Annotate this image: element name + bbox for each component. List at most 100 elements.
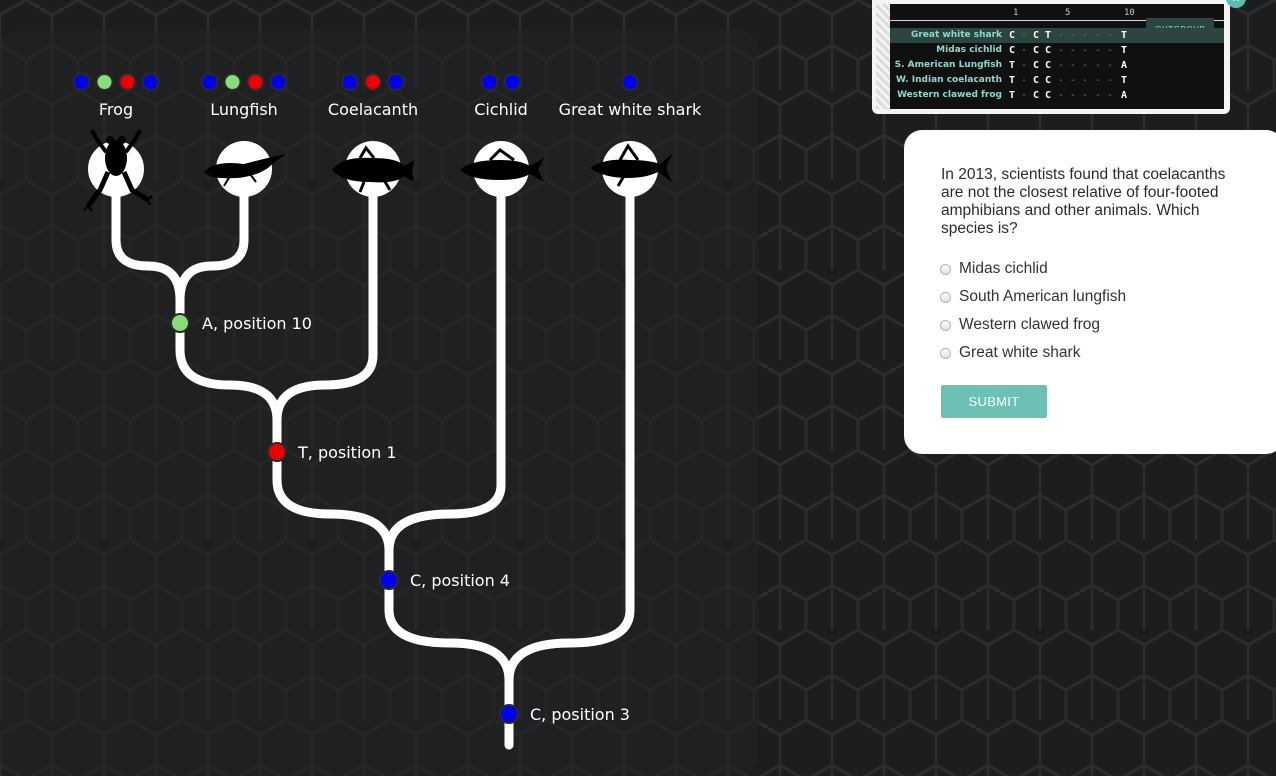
mutation-dot-great-white-shark-1 (621, 73, 639, 91)
alignment-row-name: Midas cichlid (936, 45, 1002, 55)
node-marker-a-position-10[interactable] (170, 313, 190, 333)
alignment-cell: - (1081, 75, 1089, 86)
branch-cichlid (384, 175, 506, 585)
mutation-dot-cichlid-2 (503, 73, 522, 91)
species-label-cichlid: Cichlid (474, 100, 528, 119)
alignment-cell: - (1020, 30, 1028, 41)
alignment-cell: - (1094, 60, 1102, 71)
cichlid-icon (460, 141, 544, 197)
alignment-cell: - (1106, 45, 1114, 56)
node-label-a-position-10: A, position 10 (202, 314, 312, 333)
option-label-great-white-shark: Great white shark (959, 344, 1081, 361)
option-great-white-shark[interactable]: Great white shark (940, 342, 1080, 364)
question-text: In 2013, scientists found that coelacant… (941, 166, 1226, 237)
alignment-row-name: Great white shark (910, 30, 1002, 40)
position-number-5: 5 (1065, 8, 1071, 18)
radio-midas-cichlid[interactable] (940, 263, 951, 275)
position-number-1: 1 (1013, 8, 1019, 18)
alignment-cell: - (1081, 30, 1089, 41)
branch-tetrapod-clade (272, 447, 394, 585)
alignment-cell: C (1008, 30, 1016, 41)
alignment-cell: - (1094, 45, 1102, 56)
tree-branches (111, 175, 635, 750)
submit-button[interactable]: SUBMIT (941, 385, 1047, 418)
alignment-cell: - (1081, 45, 1089, 56)
alignment-row-name: Western clawed frog (897, 90, 1002, 100)
alignment-cell: C (1044, 45, 1052, 56)
alignment-cell: - (1069, 75, 1077, 86)
mutation-dot-frog-3 (118, 73, 137, 91)
alignment-cell: C (1032, 75, 1040, 86)
mutation-dot-lungfish-1 (200, 73, 219, 91)
mutation-dot-cichlid-1 (480, 73, 499, 91)
branch-shark (504, 175, 635, 750)
alignment-cell: - (1106, 60, 1114, 71)
alignment-cell: C (1008, 45, 1016, 56)
position-number-10: 10 (1124, 8, 1135, 18)
tree-panel (0, 30, 758, 776)
alignment-cell: - (1094, 90, 1102, 101)
branch-coelacanth (272, 175, 378, 457)
alignment-cell: - (1094, 75, 1102, 86)
alignment-cell: - (1106, 90, 1114, 101)
species-label-shark: Great white shark (559, 100, 702, 119)
radio-south-american-lungfish[interactable] (940, 291, 951, 303)
alignment-cell: - (1081, 90, 1089, 101)
alignment-cell: C (1032, 90, 1040, 101)
node-marker-t-position-1[interactable] (267, 442, 287, 462)
option-label-south-american-lungfish: South American lungfish (959, 288, 1127, 305)
option-south-american-lungfish[interactable]: South American lungfish (940, 286, 1126, 308)
alignment-cell: - (1106, 75, 1114, 86)
alignment-cell: C (1032, 45, 1040, 56)
branch-lungfish (175, 175, 249, 328)
alignment-cell: - (1069, 45, 1077, 56)
question-card: In 2013, scientists found that coelacant… (904, 130, 1276, 454)
alignment-cell: C (1032, 30, 1040, 41)
option-label-western-clawed-frog: Western clawed frog (959, 316, 1100, 333)
branch-frog-lungfish (175, 318, 282, 457)
alignment-cell: T (1120, 45, 1128, 56)
radio-great-white-shark[interactable] (940, 347, 951, 359)
alignment-cell: T (1044, 30, 1052, 41)
alignment-cell: - (1020, 60, 1028, 71)
species-mutation-dots (72, 73, 639, 91)
alignment-header-rule (890, 20, 1224, 21)
alignment-cell: A (1120, 90, 1128, 101)
mutation-dot-frog-1 (72, 73, 91, 91)
radio-western-clawed-frog[interactable] (940, 319, 951, 331)
option-western-clawed-frog[interactable]: Western clawed frog (940, 314, 1100, 336)
node-label-t-position-1: T, position 1 (297, 443, 397, 462)
alignment-row-name: W. Indian coelacanth (896, 75, 1002, 85)
option-midas-cichlid[interactable]: Midas cichlid (940, 258, 1048, 280)
frog-icon (83, 129, 153, 212)
alignment-cell: - (1106, 30, 1114, 41)
shark-icon (590, 141, 672, 197)
alignment-cell: C (1044, 75, 1052, 86)
alignment-cell: - (1020, 90, 1028, 101)
alignment-row-name: S. American Lungfish (894, 60, 1002, 70)
alignment-cell: - (1020, 45, 1028, 56)
alignment-cell: - (1057, 45, 1065, 56)
mutation-dot-lungfish-3 (246, 73, 265, 91)
mutation-dot-coelacanth-2 (364, 73, 382, 91)
option-label-midas-cichlid: Midas cichlid (959, 260, 1048, 277)
alignment-cell: - (1057, 75, 1065, 86)
node-marker-c-position-4[interactable] (379, 570, 399, 590)
alignment-cell: C (1032, 60, 1040, 71)
alignment-cell: T (1120, 75, 1128, 86)
alignment-grid: 1 5 10 OUTGROUP Great white sharkC-CT---… (890, 4, 1224, 109)
alignment-cell: C (1044, 90, 1052, 101)
close-alignment-button[interactable]: x (1226, 0, 1246, 8)
sequence-alignment-panel: 1 5 10 OUTGROUP Great white sharkC-CT---… (872, 0, 1230, 114)
alignment-cell: T (1008, 90, 1016, 101)
alignment-panel-hatch (876, 4, 890, 109)
phylogenetic-tree: Frog Lungfish Coelacanth Cichlid Great w… (72, 73, 702, 750)
node-label-c-position-4: C, position 4 (410, 571, 510, 590)
lungfish-icon (204, 141, 286, 197)
node-marker-c-position-3[interactable] (499, 704, 519, 724)
node-label-c-position-3: C, position 3 (530, 705, 630, 724)
alignment-cell: T (1120, 30, 1128, 41)
